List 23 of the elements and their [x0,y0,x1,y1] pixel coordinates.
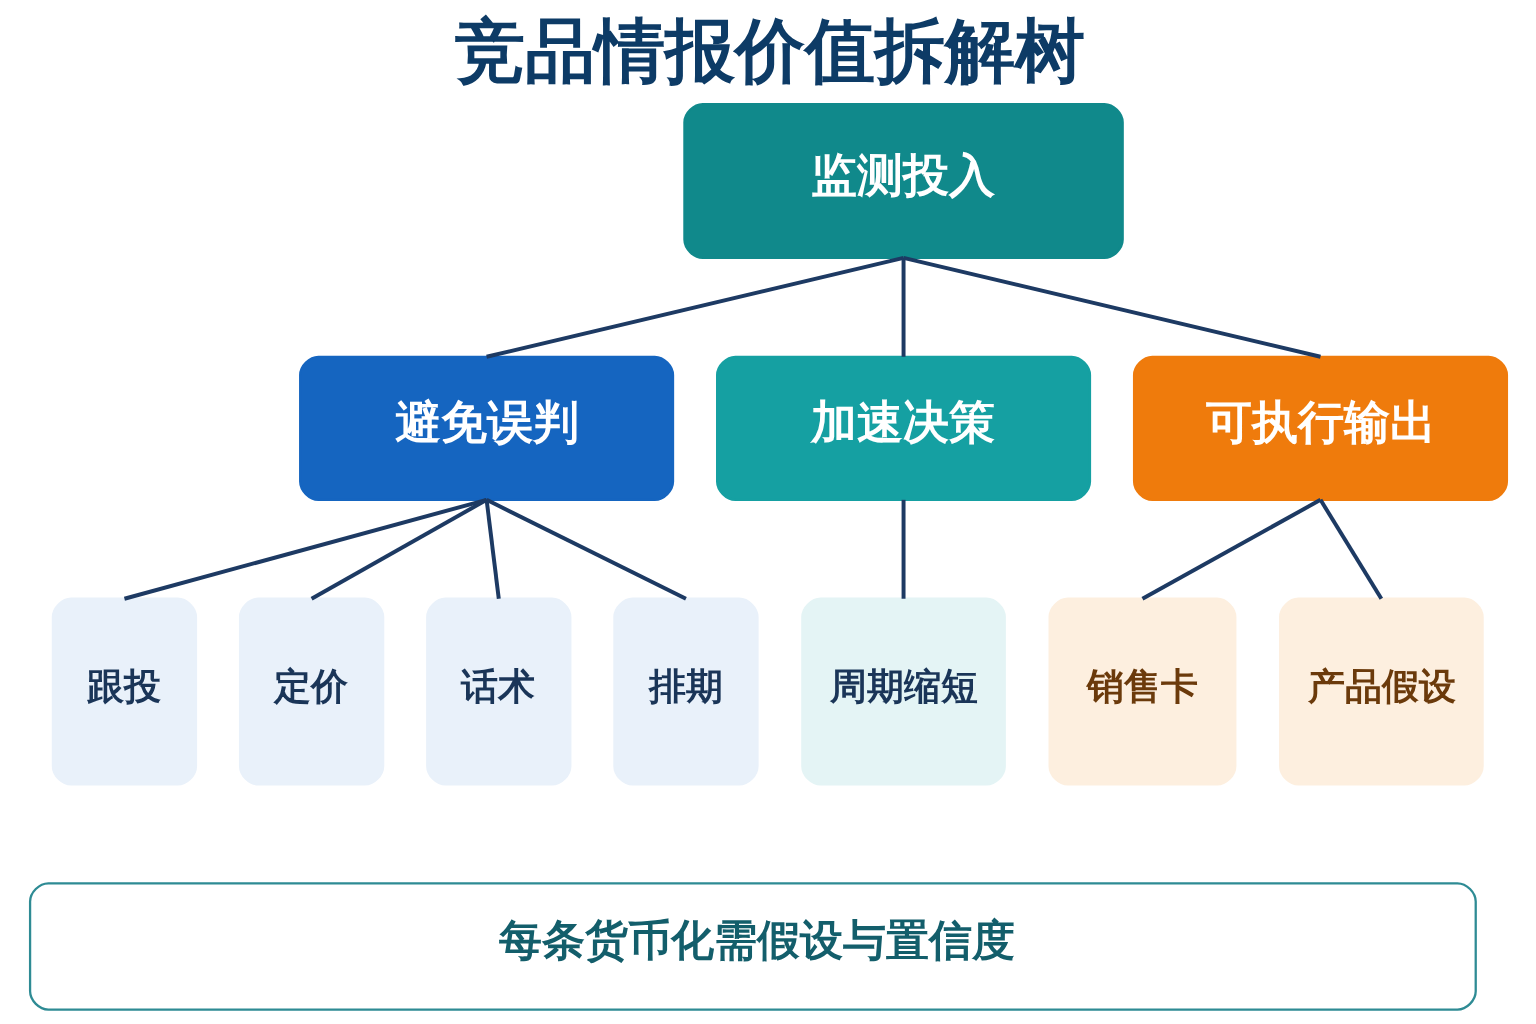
node-box: 避免误判 [298,355,674,501]
connector [310,498,488,601]
connector [901,499,906,599]
connector [484,499,501,599]
node-box: 排期 [612,597,759,786]
connector [902,255,1321,359]
connector [485,498,687,601]
node-box: 周期缩短 [800,597,1006,786]
node-box: 跟投 [51,597,197,786]
node-box: 产品假设 [1278,597,1484,786]
connector [485,255,904,359]
node-box: 加速决策 [715,355,1091,501]
node-box: 可执行输出 [1132,355,1508,501]
node-box: 每条货币化需假设与置信度 [28,882,1477,1011]
connector [1318,498,1383,600]
node-box: 监测投入 [682,103,1124,259]
node-box: 定价 [238,597,384,786]
connector [123,497,487,601]
connector [1141,498,1321,601]
node-box: 话术 [425,597,571,786]
diagram-title: 竞品情报价值拆解树 [454,9,1085,92]
node-box: 销售卡 [1048,597,1236,786]
connector [901,257,906,357]
